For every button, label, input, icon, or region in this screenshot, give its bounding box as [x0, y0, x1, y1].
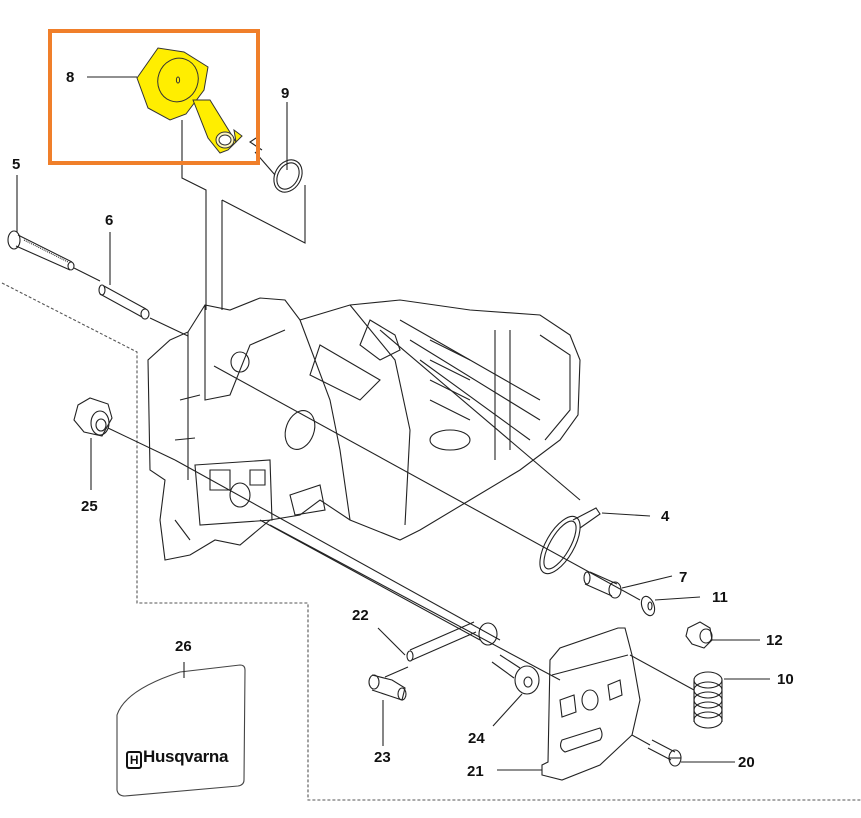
callout-20[interactable]: 20: [738, 754, 755, 771]
callout-6[interactable]: 6: [105, 212, 114, 229]
callout-24[interactable]: 24: [468, 730, 485, 747]
part-4-spring: [539, 507, 601, 575]
part-20-screw: [647, 739, 682, 767]
part-7-sleeve: [583, 571, 622, 599]
callout-11[interactable]: 11: [712, 589, 728, 606]
part-12-nut: [685, 621, 713, 649]
part-25-nut: [73, 397, 113, 437]
part-10-spring: [693, 671, 723, 729]
part-6-sleeve: [98, 284, 150, 320]
part-22-pin: [406, 621, 498, 662]
part-8-highlighted: [136, 47, 243, 154]
callout-26[interactable]: 26: [175, 638, 192, 655]
part-24-fitting: [491, 654, 540, 695]
callout-25[interactable]: 25: [81, 498, 98, 515]
callout-21[interactable]: 21: [467, 763, 484, 780]
part-21-plate: [541, 627, 641, 781]
part-5-bolt: [7, 230, 75, 271]
crown-h-icon: H: [126, 751, 142, 769]
assembly-line-8: [181, 120, 207, 310]
callout-8[interactable]: 8: [66, 69, 75, 86]
callout-5[interactable]: 5: [12, 156, 21, 173]
assembly-line-main: [213, 365, 641, 601]
callout-10[interactable]: 10: [777, 671, 794, 688]
callout-4[interactable]: 4: [661, 508, 670, 525]
callout-23[interactable]: 23: [374, 749, 391, 766]
callout-12[interactable]: 12: [766, 632, 783, 649]
part-11-washer: [640, 595, 656, 617]
callout-9[interactable]: 9: [281, 85, 290, 102]
callout-22[interactable]: 22: [352, 607, 369, 624]
part-26-decal: [116, 664, 246, 797]
dashed-boundary: [1, 282, 861, 801]
assembly-line-9: [221, 185, 306, 310]
brand-text: Husqvarna: [143, 747, 229, 766]
part-23-fitting: [368, 674, 407, 701]
highlight-box: [48, 29, 260, 165]
callout-7[interactable]: 7: [679, 569, 688, 586]
crankcase-body: [147, 297, 581, 561]
